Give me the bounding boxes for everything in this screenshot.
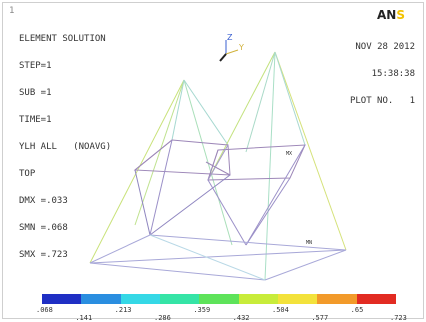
legend-value: .213 (114, 306, 132, 314)
legend-swatch (277, 294, 318, 304)
interior-members (134, 139, 306, 246)
legend-value: .141 (75, 314, 93, 322)
legend-value: .65 (350, 306, 364, 314)
legend-value: .432 (232, 314, 250, 322)
plot-meta: NOV 28 2012 15:38:38 PLOT NO. 1 (350, 25, 415, 124)
plot-date: NOV 28 2012 (355, 42, 415, 52)
legend-value: .504 (272, 306, 289, 314)
plot-time: 15:38:38 (371, 69, 415, 79)
info-step: STEP=1 (19, 61, 52, 71)
info-layer: TOP (19, 169, 36, 179)
max-node-mark: MX (286, 151, 292, 157)
title-line: ELEMENT SOLUTION (19, 34, 106, 44)
info-smn: SMN =.068 (19, 223, 68, 233)
legend-swatch (159, 294, 200, 304)
window-number: 1 (9, 6, 15, 16)
legend-swatch (238, 294, 278, 304)
coordinate-triad: Z Y (219, 33, 244, 62)
legend-swatch (120, 294, 160, 304)
triad-z-label: Z (227, 33, 233, 42)
legend-swatch (42, 294, 82, 304)
info-sub: SUB =1 (19, 88, 52, 98)
legend-swatch (356, 294, 396, 304)
legend-swatch (81, 294, 121, 304)
legend-value: .068 (36, 306, 53, 314)
base-frame (89, 234, 347, 281)
legend-value: .723 (390, 314, 407, 322)
plot-number: PLOT NO. 1 (349, 96, 415, 106)
left-pyramid (89, 79, 233, 264)
min-node-mark: MN (306, 240, 312, 246)
legend-value: .359 (193, 306, 211, 314)
ansys-logo: ANS (377, 8, 405, 22)
legend-value: .577 (311, 314, 329, 322)
contour-legend (42, 294, 396, 304)
graphics-window[interactable]: 1 ELEMENT SOLUTION STEP=1 SUB =1 TIME=1 … (2, 2, 424, 319)
triad-y-label: Y (238, 43, 244, 52)
solution-info: ELEMENT SOLUTION STEP=1 SUB =1 TIME=1 YL… (19, 17, 111, 278)
legend-swatch (317, 294, 357, 304)
info-dmx: DMX =.033 (19, 196, 68, 206)
right-pyramid (207, 51, 347, 281)
info-smx: SMX =.723 (19, 250, 68, 260)
legend-value: .286 (154, 314, 171, 322)
info-result: YLH ALL (NOAVG) (19, 142, 112, 152)
legend-swatch (199, 294, 239, 304)
legend-labels: .068 .141 .213 .286 .359 .432 .504 .577 .65 .723 (34, 306, 414, 322)
info-time: TIME=1 (19, 115, 52, 125)
